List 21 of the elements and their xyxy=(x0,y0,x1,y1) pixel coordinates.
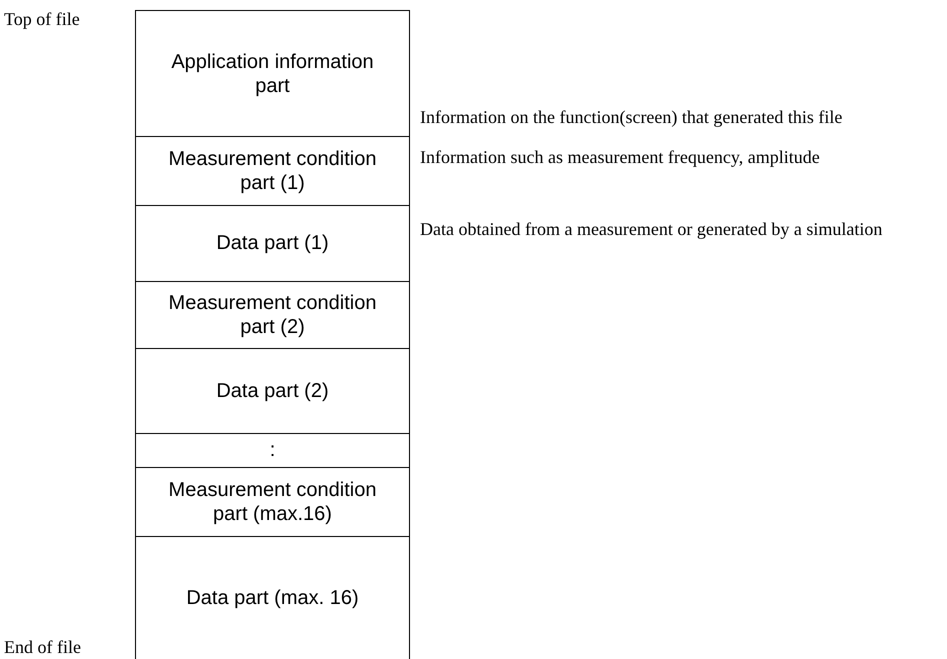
file-section-box xyxy=(135,10,410,137)
file-section-box xyxy=(135,136,410,206)
file-position-label: Top of file xyxy=(4,8,80,30)
section-description: Information on the function(screen) that generated this file xyxy=(420,106,844,129)
section-description: Information such as measurement frequency, amplitude xyxy=(420,146,821,169)
section-title: Measurement condition part (max.16) xyxy=(168,478,377,526)
section-title: : xyxy=(270,438,276,462)
section-title: Data part (max. 16) xyxy=(186,586,359,610)
file-section-box xyxy=(135,536,410,659)
file-section-box xyxy=(135,205,410,282)
section-title: Measurement condition part (2) xyxy=(168,290,377,338)
file-section-box xyxy=(135,467,410,537)
section-description: Data obtained from a measurement or generated by a simulation xyxy=(420,218,884,241)
section-title: Application information part xyxy=(170,50,375,98)
section-title: Data part (2) xyxy=(216,378,329,402)
section-title: Measurement condition part (1) xyxy=(168,146,377,194)
section-title: Data part (1) xyxy=(216,231,329,255)
file-section-box xyxy=(135,348,410,434)
file-section-box xyxy=(135,281,410,349)
file-section-box xyxy=(135,433,410,468)
file-position-label: End of file xyxy=(4,636,81,658)
